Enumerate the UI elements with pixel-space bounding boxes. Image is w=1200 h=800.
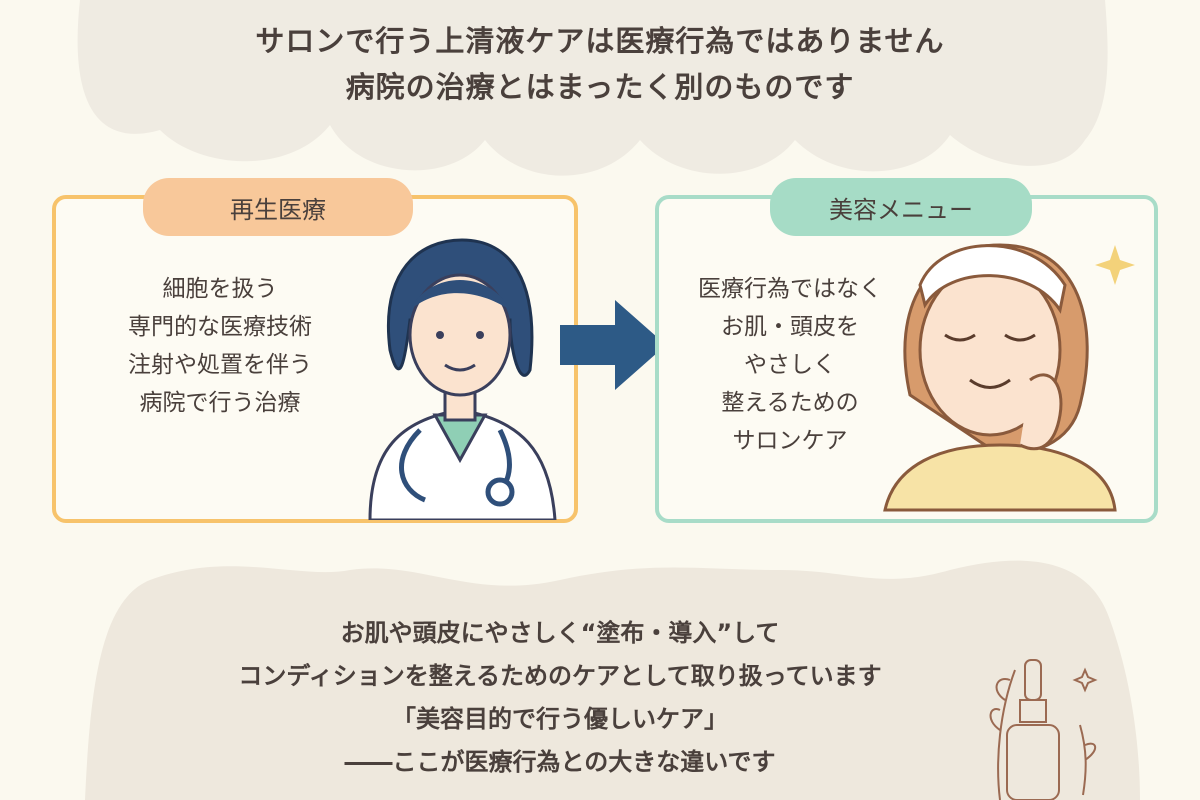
list-item: 医療行為ではなく <box>698 276 882 302</box>
list-item: やさしく <box>744 352 836 378</box>
header-line-1: サロンで行う上清液ケアは医療行為ではありません <box>255 24 945 58</box>
doctor-illustration <box>368 238 557 520</box>
list-item: 細胞を扱う <box>162 276 278 302</box>
footer-line: ――ここが医療行為との大きな違いです <box>344 748 776 776</box>
list-item: 専門的な医療技術 <box>128 314 312 340</box>
list-item: 病院で行う治療 <box>139 390 301 416</box>
list-item: 注射や処置を伴う <box>128 352 312 378</box>
footer-message: お肌や頭皮にやさしく“塗布・導入”して コンディションを整えるためのケアとして取… <box>0 612 1120 784</box>
list-item: サロンケア <box>732 428 848 454</box>
list-item: お肌・頭皮を <box>721 314 859 340</box>
serum-bottle-icon <box>989 659 1098 800</box>
footer-line: コンディションを整えるためのケアとして取り扱っています <box>238 662 882 690</box>
beauty-menu-title: 美容メニュー <box>770 178 1032 236</box>
woman-illustration <box>883 243 1135 512</box>
sparkle-icon <box>1095 245 1135 285</box>
arrow-right-icon <box>560 300 666 390</box>
header-cloud-background <box>77 0 1108 176</box>
footer-wave-background <box>85 560 1140 800</box>
regenerative-medicine-list: 細胞を扱う 専門的な医療技術 注射や処置を伴う 病院で行う治療 <box>90 270 350 422</box>
list-item: 整えるための <box>721 390 859 416</box>
regenerative-medicine-title: 再生医療 <box>143 178 413 236</box>
footer-line: 「美容目的で行う優しいケア」 <box>392 705 728 733</box>
beauty-menu-list: 医療行為ではなく お肌・頭皮を やさしく 整えるための サロンケア <box>670 270 910 460</box>
footer-line: お肌や頭皮にやさしく“塗布・導入”して <box>340 619 780 647</box>
header-line-2: 病院の治療とはまったく別のものです <box>345 70 855 104</box>
headband <box>918 244 1067 314</box>
